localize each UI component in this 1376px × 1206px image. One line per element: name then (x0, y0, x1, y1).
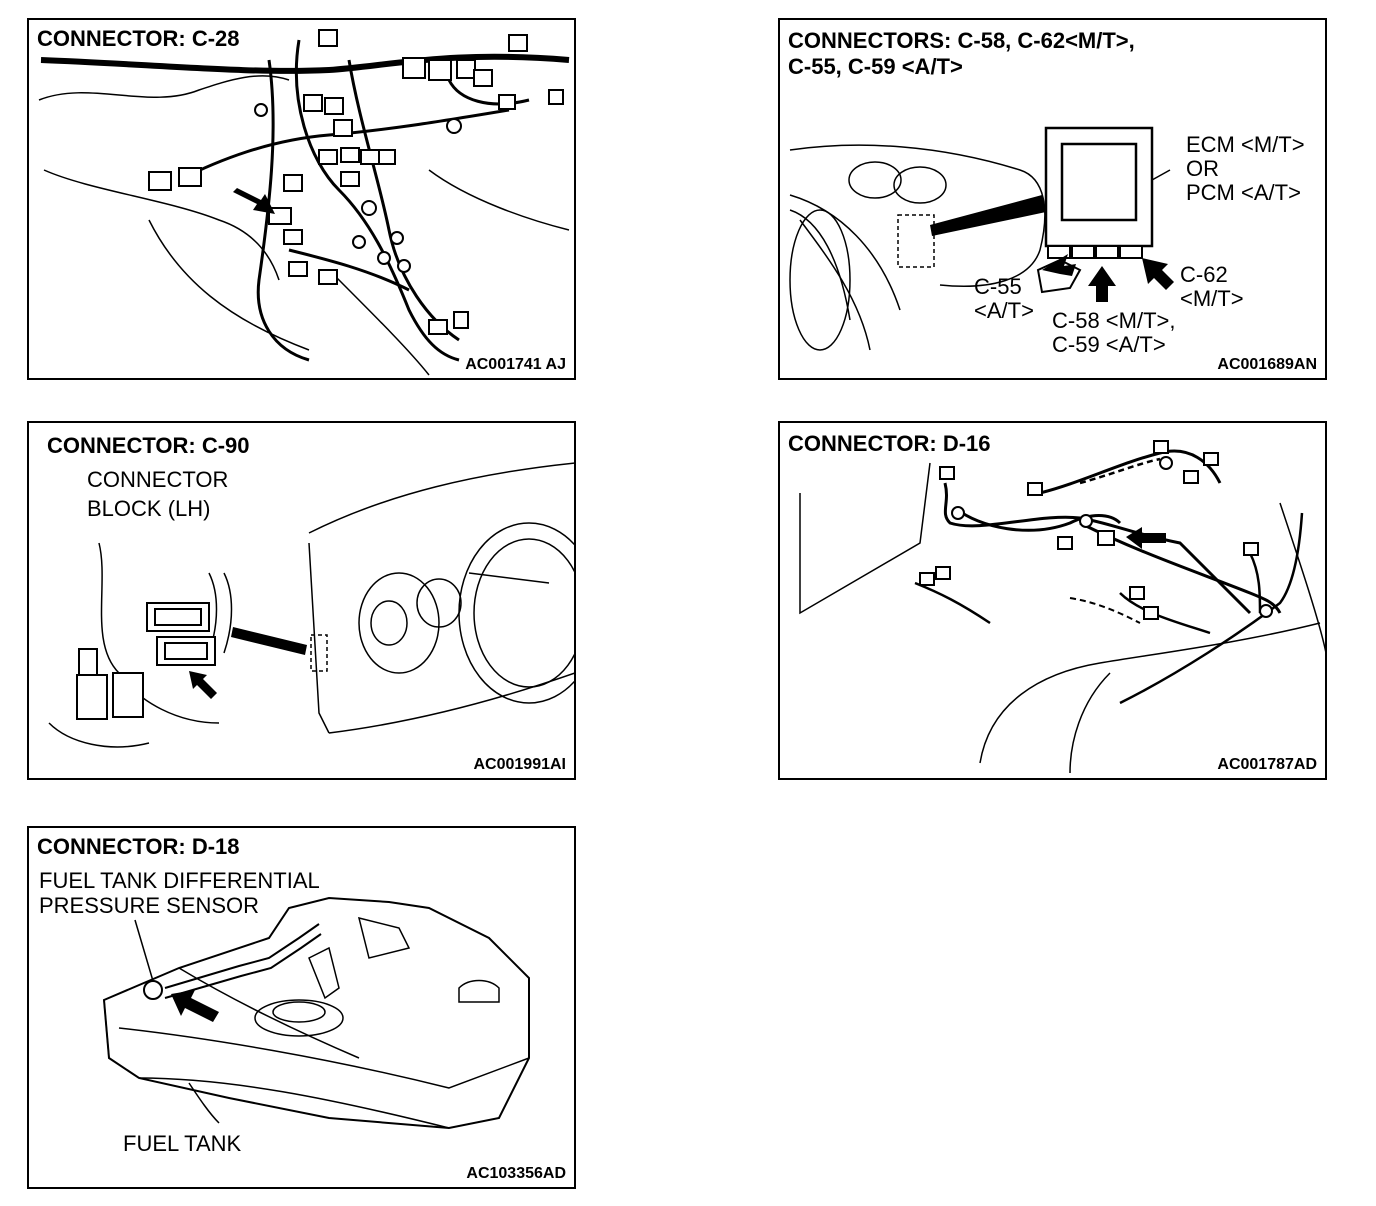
c28-pointer-arrow (233, 188, 275, 214)
c90-connector-block-illustration (48, 462, 574, 748)
d16-title: CONNECTOR: D-16 (788, 431, 991, 456)
c28-title: CONNECTOR: C-28 (37, 26, 240, 51)
d18-pointer-arrow (171, 990, 219, 1022)
c62-arrow (1142, 258, 1174, 290)
d16-figure-code: AC001787AD (1217, 756, 1317, 773)
c28-harness-illustration (38, 29, 570, 376)
ecm-label-line1: ECM <M/T> (1186, 132, 1305, 157)
panel-connectors-c58-c62-c55-c59: CONNECTORS: C-58, C-62<M/T>, C-55, C-59 … (778, 18, 1327, 380)
d16-pointer-arrow (1126, 527, 1166, 549)
c58-arrow (1088, 266, 1116, 302)
d18-sensor-label-line1: FUEL TANK DIFFERENTIAL (39, 868, 320, 893)
d18-sensor-label-line2: PRESSURE SENSOR (39, 893, 260, 918)
panel-connector-c90: CONNECTOR: C-90 CONNECTOR BLOCK (LH) AC0… (27, 421, 576, 780)
ecm-location-dashed (897, 214, 935, 268)
c90-pointer-arrow (189, 671, 217, 699)
c90-figure-code: AC001991AI (473, 756, 567, 773)
d16-harness-illustration (799, 440, 1325, 774)
ecm-pcm-illustration (789, 126, 1174, 351)
c55-label-line2: <A/T> (974, 298, 1034, 323)
c55-label-line1: C-55 (974, 274, 1022, 299)
panel-connector-d18: CONNECTOR: D-18 FUEL TANK DIFFERENTIAL P… (27, 826, 576, 1189)
fuel-tank-illustration (102, 896, 530, 1130)
c58-title-line2: C-55, C-59 <A/T> (788, 54, 963, 79)
c58-label-line2: C-59 <A/T> (1052, 332, 1166, 357)
c58-label-line1: C-58 <M/T>, (1052, 308, 1176, 333)
c58-title-line1: CONNECTORS: C-58, C-62<M/T>, (788, 28, 1135, 53)
c55-arrow (1042, 254, 1076, 276)
c90-label-line2: BLOCK (LH) (87, 496, 211, 521)
ecm-label-line3: PCM <A/T> (1186, 180, 1301, 205)
panel-connector-c28: CONNECTOR: C-28 AC001741 AJ (27, 18, 576, 380)
ecm-label-line2: OR (1186, 156, 1219, 181)
d18-figure-code: AC103356AD (466, 1165, 566, 1182)
d18-title: CONNECTOR: D-18 (37, 834, 240, 859)
c90-label-line1: CONNECTOR (87, 467, 229, 492)
fuel-tank-outline (102, 896, 530, 1130)
c90-title: CONNECTOR: C-90 (47, 433, 250, 458)
c90-location-dashed (310, 634, 328, 672)
c62-label-line1: C-62 (1180, 262, 1228, 287)
c58-figure-code: AC001689AN (1217, 356, 1317, 373)
c28-figure-code: AC001741 AJ (465, 356, 566, 373)
panel-connector-d16: CONNECTOR: D-16 AC001787AD (778, 421, 1327, 780)
fuel-tank-label: FUEL TANK (123, 1131, 242, 1156)
c62-label-line2: <M/T> (1180, 286, 1244, 311)
